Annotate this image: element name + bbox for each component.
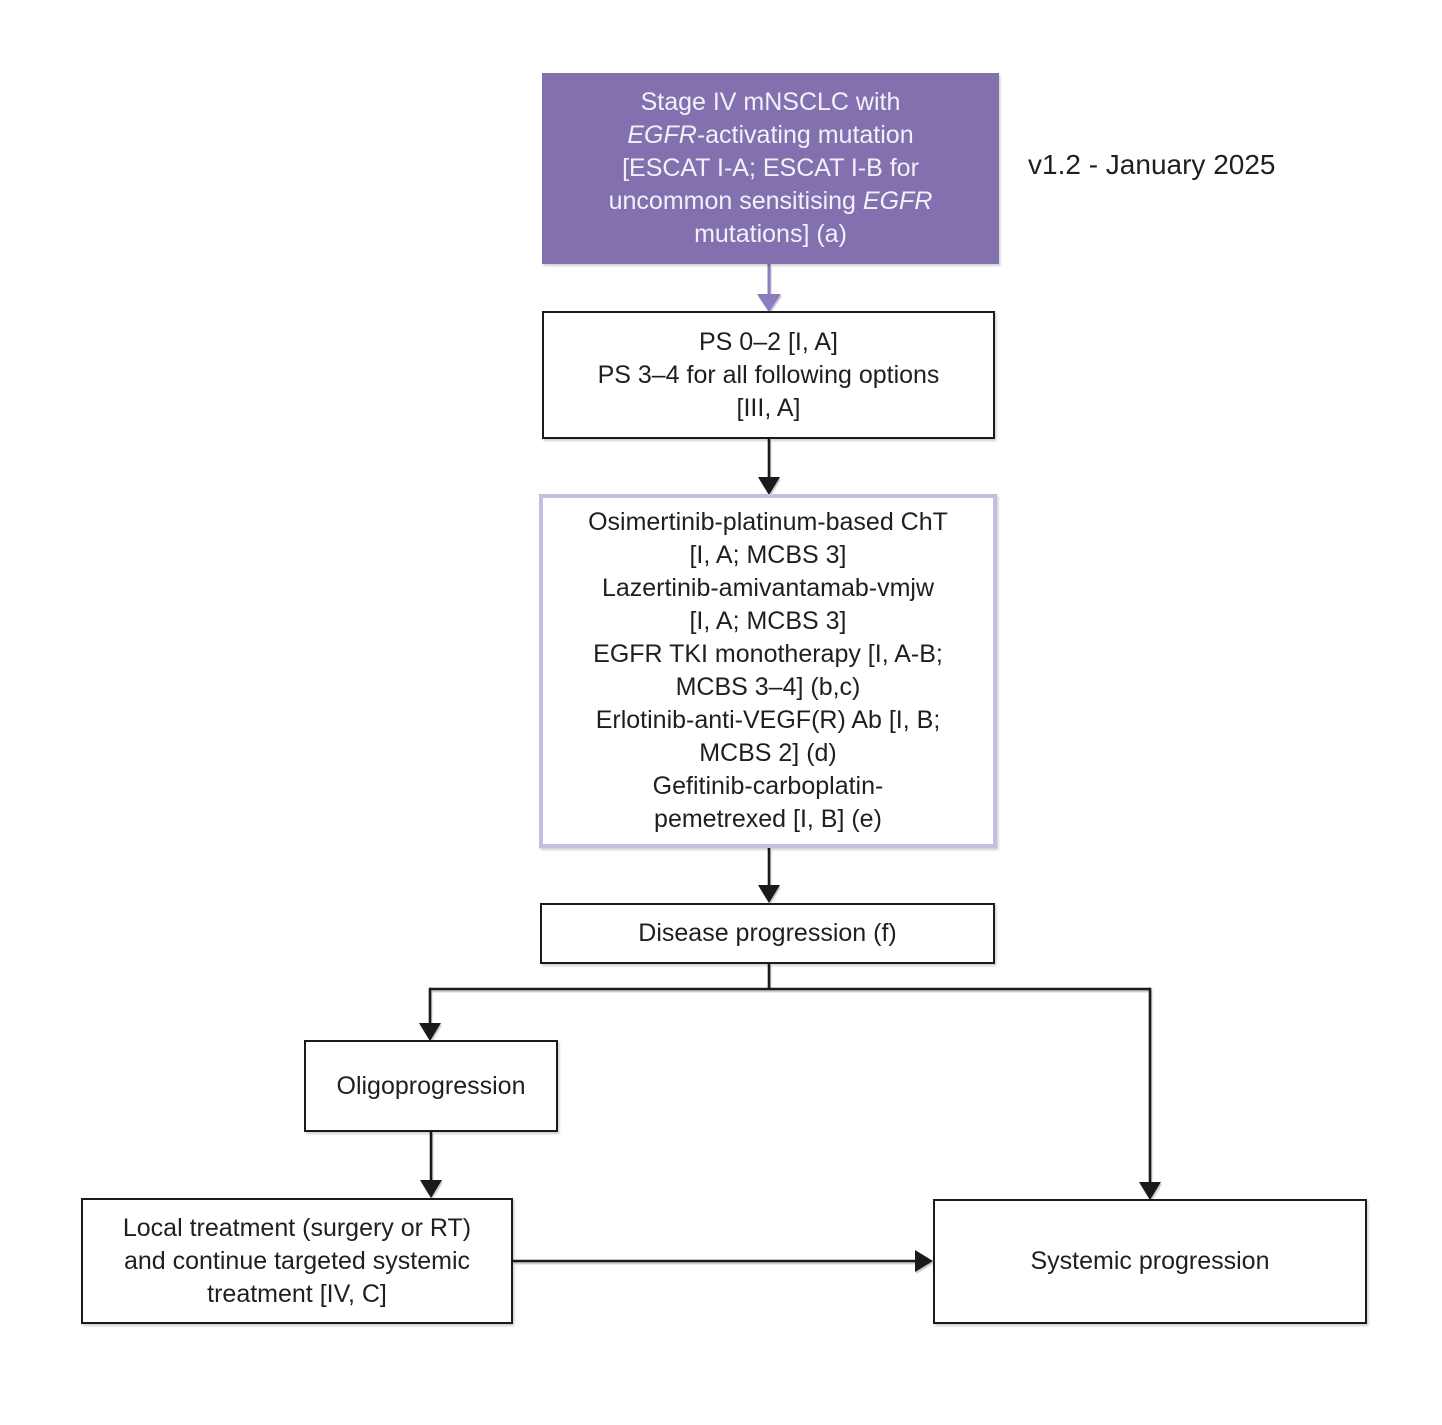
node-treatment-options-label: Osimertinib-platinum-based ChT [I, A; MC…	[588, 508, 948, 833]
arrowhead-oligo-to-local	[420, 1180, 442, 1198]
arrowhead-ps-to-options	[758, 477, 780, 495]
node-disease-progression: Disease progression (f)	[540, 903, 995, 964]
node-performance-status: PS 0–2 [I, A] PS 3–4 for all following o…	[542, 311, 995, 439]
arrowhead-split-to-systemic	[1139, 1182, 1161, 1200]
arrowhead-start-to-ps	[757, 294, 781, 312]
node-performance-status-label: PS 0–2 [I, A] PS 3–4 for all following o…	[597, 327, 940, 422]
node-local-treatment-label: Local treatment (surgery or RT) and cont…	[122, 1213, 472, 1308]
version-label: v1.2 - January 2025	[1028, 149, 1276, 180]
node-treatment-options: Osimertinib-platinum-based ChT [I, A; MC…	[539, 494, 997, 848]
node-oligoprogression: Oligoprogression	[304, 1040, 558, 1132]
node-local-treatment: Local treatment (surgery or RT) and cont…	[81, 1198, 513, 1324]
arrowhead-options-to-progression	[758, 885, 780, 903]
node-systemic-progression: Systemic progression	[933, 1199, 1367, 1324]
arrowhead-local-to-systemic	[915, 1250, 933, 1272]
node-disease-progression-label: Disease progression (f)	[638, 919, 897, 947]
arrowhead-split-to-oligo	[419, 1023, 441, 1041]
node-oligoprogression-label: Oligoprogression	[336, 1071, 526, 1100]
node-systemic-progression-label: Systemic progression	[1030, 1247, 1270, 1275]
